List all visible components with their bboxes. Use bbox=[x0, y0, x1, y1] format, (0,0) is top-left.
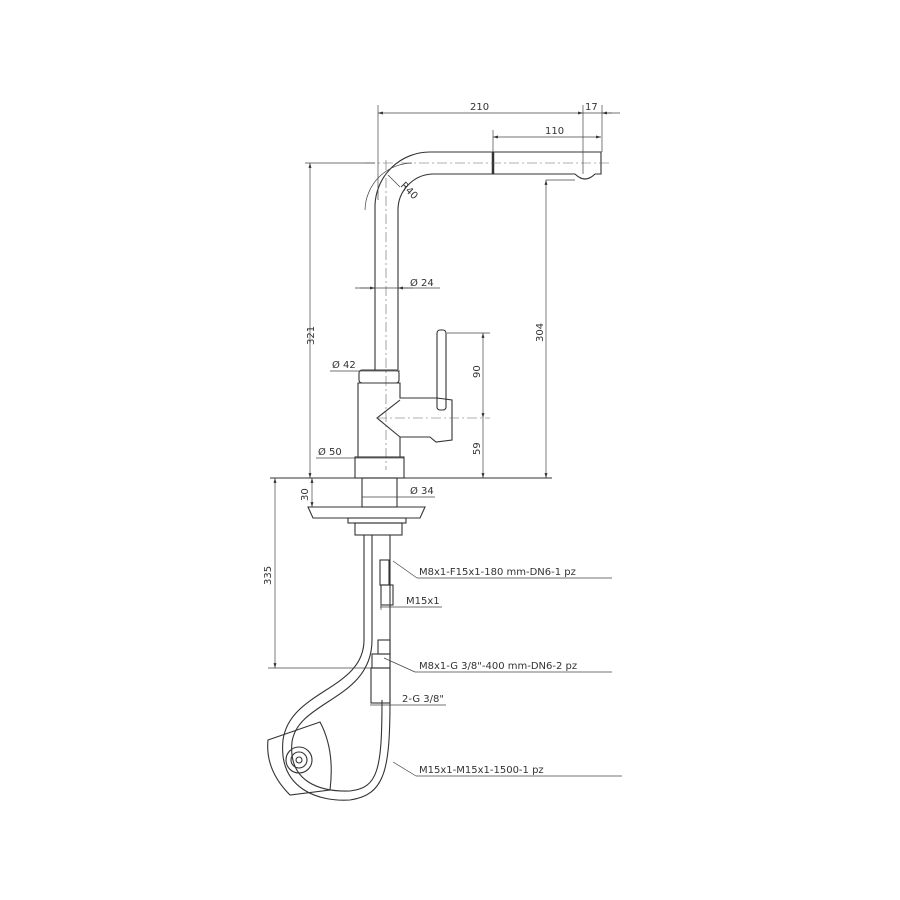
dim-321: 321 bbox=[306, 326, 317, 345]
dim-r40: R40 bbox=[398, 180, 420, 202]
hoses bbox=[267, 535, 394, 801]
dim-304: 304 bbox=[535, 323, 546, 342]
spout bbox=[364, 151, 612, 470]
dim-335: 335 bbox=[263, 566, 274, 585]
callout-hose-pullout: M15x1-M15x1-1500-1 pz bbox=[419, 765, 544, 776]
dim-dia34: Ø 34 bbox=[410, 485, 434, 497]
dim-59: 59 bbox=[472, 442, 483, 455]
faucet-body: Ø 42 Ø 50 90 59 bbox=[316, 329, 490, 479]
callout-connection: 2-G 3/8" bbox=[402, 694, 444, 705]
dim-dia50: Ø 50 bbox=[318, 446, 342, 458]
callouts: M8x1-F15x1-180 mm-DN6-1 pz M15x1 M8x1-G … bbox=[370, 560, 622, 777]
dim-210: 210 bbox=[470, 102, 489, 113]
callout-hose-short: M8x1-F15x1-180 mm-DN6-1 pz bbox=[419, 567, 576, 578]
dim-30: 30 bbox=[300, 488, 311, 501]
dim-110: 110 bbox=[545, 126, 564, 137]
valve-block bbox=[267, 721, 332, 796]
callout-hose-long: M8x1-G 3/8"-400 mm-DN6-2 pz bbox=[419, 661, 577, 672]
height-dimensions: 321 304 Ø 24 bbox=[305, 162, 575, 478]
callout-thread: M15x1 bbox=[406, 596, 440, 607]
dim-90: 90 bbox=[472, 365, 483, 378]
mounting: Ø 34 30 335 bbox=[263, 477, 435, 669]
dim-17: 17 bbox=[585, 102, 598, 113]
dim-dia24: Ø 24 bbox=[410, 277, 434, 289]
dim-dia42: Ø 42 bbox=[332, 359, 356, 371]
